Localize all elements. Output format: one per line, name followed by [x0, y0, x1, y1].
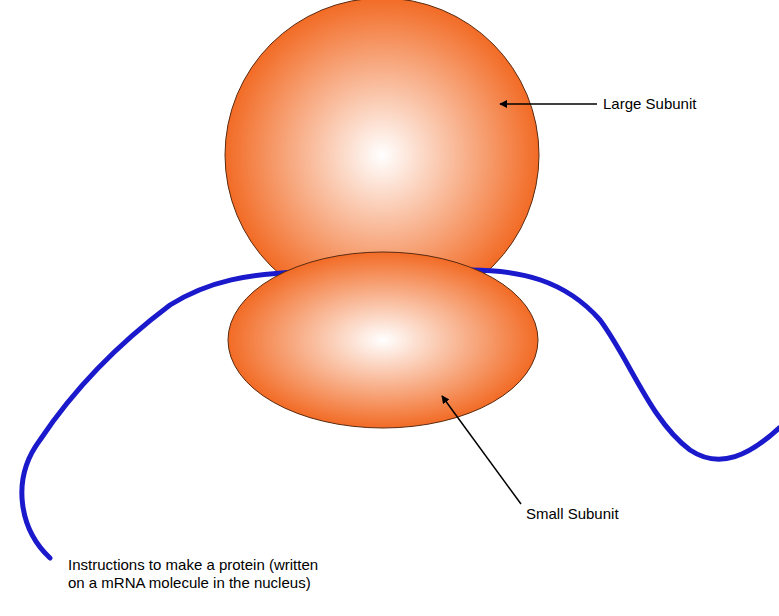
leader-arrow — [442, 396, 521, 504]
small-subunit-shape — [228, 252, 538, 428]
part-label: Small Subunit — [526, 505, 686, 523]
part-label: Large Subunit — [603, 95, 763, 113]
leader-arrow — [500, 103, 597, 105]
mrna-label: Instructions to make a protein (written … — [68, 556, 328, 592]
